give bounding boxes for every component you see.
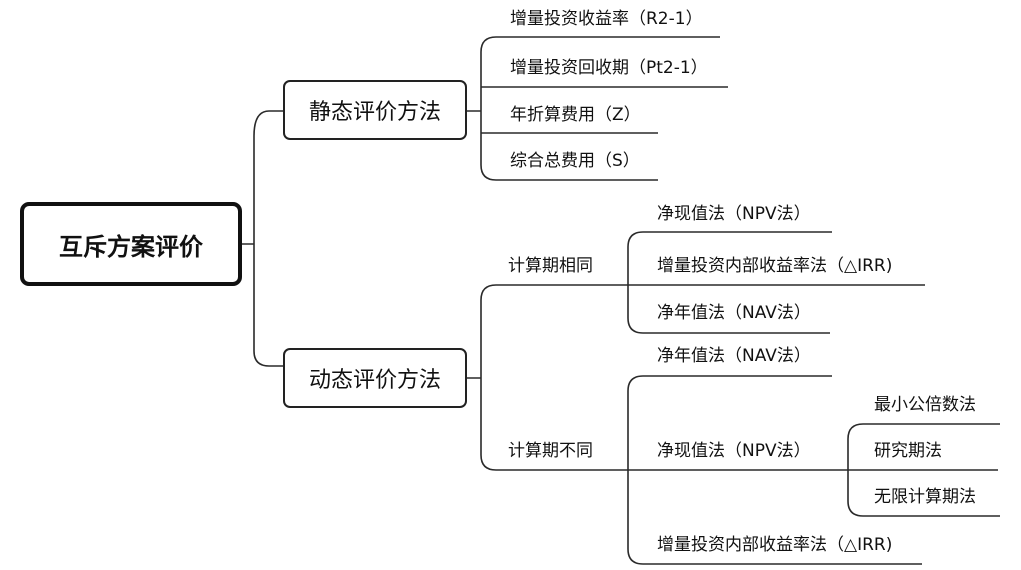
npv-sub-item: 研究期法 [874,441,942,461]
connector-same [627,231,925,334]
static-item: 增量投资收益率（R2-1） [510,9,703,29]
diff-period-label: 计算期不同 [508,441,593,461]
connector-diff [627,375,922,565]
connector-dynamic [467,284,628,471]
diff-period-item: 净现值法（NPV法） [657,441,811,461]
static-item: 年折算费用（Z） [510,105,641,125]
same-period-item: 净年值法（NAV法） [657,303,811,323]
root-node: 互斥方案评价 [20,202,242,286]
connector-npv-sub [847,423,1000,517]
npv-sub-item: 最小公倍数法 [874,395,976,415]
connector-static [467,52,658,181]
static-method-label: 静态评价方法 [308,100,441,125]
same-period-label: 计算期相同 [508,256,593,276]
npv-sub-item: 无限计算期法 [874,487,976,507]
root-label: 互斥方案评价 [59,232,203,261]
same-period-item: 增量投资内部收益率法（△IRR) [657,256,893,276]
static-item: 综合总费用（S） [510,151,640,171]
dynamic-method-node: 动态评价方法 [283,348,467,408]
static-item: 增量投资回收期（Pt2-1） [510,58,708,78]
diff-period-item: 净年值法（NAV法） [657,346,811,366]
underline-static-items [480,36,728,134]
same-period-item: 净现值法（NPV法） [657,204,811,224]
connector-root [242,110,283,367]
static-method-node: 静态评价方法 [283,80,467,140]
dynamic-method-label: 动态评价方法 [308,368,441,393]
diff-period-item: 增量投资内部收益率法（△IRR) [657,535,893,555]
